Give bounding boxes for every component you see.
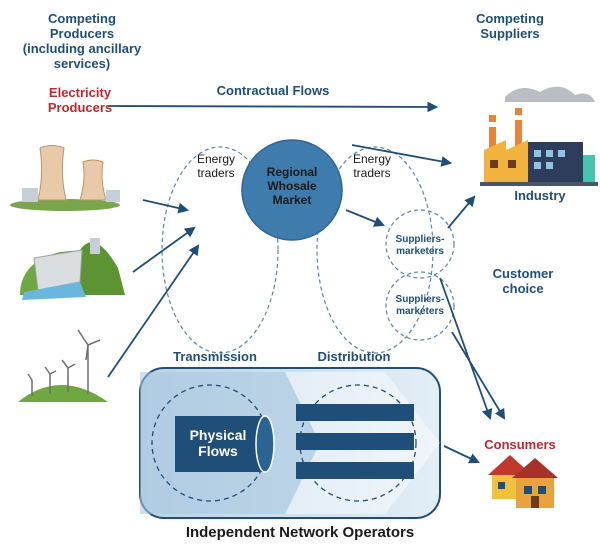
nuclear-plant-icon xyxy=(10,145,120,211)
network-operators-label: Independent Network Operators xyxy=(185,524,415,541)
traders-to-industry-arrow xyxy=(351,144,453,167)
suppliers-to-consumers-arrow-2 xyxy=(451,331,506,420)
suppliers-marketers-label-1: Suppliers-marketers xyxy=(395,234,445,257)
regional-market-label: Regional Whosale Market xyxy=(266,165,318,207)
consumers-label: Consumers xyxy=(484,437,556,452)
wind-to-traders-arrow xyxy=(107,244,200,378)
competing-producers-heading: Competing Producers (including ancillary… xyxy=(22,11,142,71)
nuclear-to-traders-arrow xyxy=(142,199,190,214)
customer-choice-label: Customer choice xyxy=(492,266,554,296)
houses-icon xyxy=(488,455,558,508)
wind-turbines-icon xyxy=(18,329,108,402)
factory-icon xyxy=(480,86,598,186)
physical-flows-label: Physical Flows xyxy=(189,427,247,460)
network-to-consumers-arrow xyxy=(443,445,480,464)
suppliers-marketers-circle-2 xyxy=(385,271,455,341)
distribution-label: Distribution xyxy=(317,349,391,364)
market-to-suppliers-arrow xyxy=(345,209,386,227)
energy-traders-left-label: Energy traders xyxy=(196,152,236,180)
electricity-producers-label: Electricity Producers xyxy=(47,85,113,115)
regional-market-circle xyxy=(241,139,343,241)
physical-flows-cylinder xyxy=(175,415,275,473)
hydro-dam-icon xyxy=(20,238,125,300)
energy-traders-right-label: Energy traders xyxy=(352,152,392,180)
competing-suppliers-heading: Competing Suppliers xyxy=(476,11,544,41)
suppliers-to-industry-arrow xyxy=(447,195,476,229)
transmission-label: Transmission xyxy=(173,349,257,364)
industry-label: Industry xyxy=(514,188,566,203)
suppliers-marketers-circle-1 xyxy=(385,209,455,279)
contractual-flows-arrow xyxy=(107,101,439,113)
energy-traders-left-ellipse xyxy=(161,146,279,354)
distribution-bars xyxy=(296,404,414,479)
hydro-to-traders-arrow xyxy=(132,226,196,273)
suppliers-to-consumers-arrow-1 xyxy=(439,277,493,421)
suppliers-marketers-label-2: Suppliers-marketers xyxy=(395,294,445,317)
energy-traders-right-ellipse xyxy=(316,146,434,354)
contractual-flows-label: Contractual Flows xyxy=(216,83,330,98)
